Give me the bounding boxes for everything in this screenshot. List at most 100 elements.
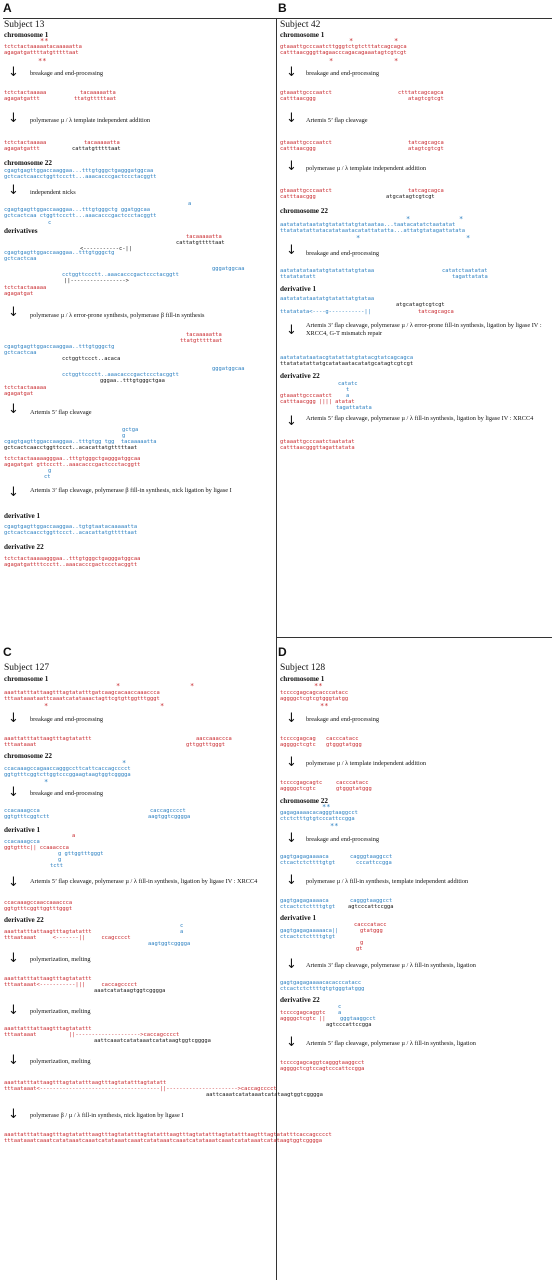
down-arrow-icon: ↓ xyxy=(8,785,19,800)
step-description: Artemis 5’ flap cleavage xyxy=(30,409,92,416)
breakpoint-marker: * xyxy=(44,778,49,786)
sequence-line: gtaaattgcccaatct xyxy=(280,90,332,96)
step-description: polymerase β / µ / λ fill-in synthesis, … xyxy=(30,1112,184,1119)
step-description: breakage and end-processing xyxy=(30,716,104,723)
sequence-line: ccacaaagcca xyxy=(4,839,40,845)
sequence-line: ||-----------------> xyxy=(64,278,133,284)
sequence-line: agagatgat xyxy=(4,391,34,397)
down-arrow-icon: ↓ xyxy=(8,1053,19,1068)
sequence-line: tccccgagcagcacccatacc xyxy=(280,690,349,696)
step-description: Artemis 5’ flap cleavage, polymerase µ /… xyxy=(30,878,258,885)
section-header: derivatives xyxy=(4,227,38,235)
sequence-line: ctcactctcttttgtgtgggtatggg xyxy=(280,986,365,992)
sequence-line: tttaataaat<-----------||| caccagcccct xyxy=(4,982,138,988)
sequence-line: c xyxy=(180,923,184,929)
sequence-line: aaattatttattaagtttagtatattt xyxy=(4,736,92,742)
sequence-line: tccccgagcaggtc xyxy=(280,1010,326,1016)
down-arrow-icon: ↓ xyxy=(8,402,19,417)
sequence-line: gtaaattgcccaatct xyxy=(280,393,332,399)
sequence-line: g xyxy=(58,857,62,863)
sequence-line: agagatgattt xyxy=(4,96,40,102)
sequence-line: catttaacggg xyxy=(280,146,316,152)
step-description: breakage and end-processing xyxy=(30,70,104,77)
sequence-line: ggtgtttcggtctt xyxy=(4,814,50,820)
breakpoint-marker: ** xyxy=(330,822,339,830)
sequence-line: agtcccattccgga xyxy=(348,904,394,910)
section-header: derivative 1 xyxy=(280,914,317,922)
sequence-line: tccccgagcaggtcagggtaaggcct xyxy=(280,1060,365,1066)
subject-title: Subject 127 xyxy=(4,663,50,673)
down-arrow-icon: ↓ xyxy=(286,159,297,174)
sequence-line: tacaaaaatta xyxy=(84,140,120,146)
sequence-line: gctcactcaa ctggttccctt...aaacacccgactccc… xyxy=(4,213,157,219)
sequence-line: cgagtgagttggaccaaggaa...tttgtgggctgaggga… xyxy=(4,168,154,174)
sequence-line: catttaacggg |||| atatat xyxy=(280,399,355,405)
breakpoint-marker: * xyxy=(44,702,49,710)
down-arrow-icon: ↓ xyxy=(8,711,19,726)
sequence-line: cccattccgga xyxy=(356,860,392,866)
down-arrow-icon: ↓ xyxy=(8,1003,19,1018)
sequence-line: gggtaaggcct xyxy=(340,1016,376,1022)
sequence-line: catttaacggg xyxy=(280,194,316,200)
sequence-line: tatcagcagca xyxy=(418,309,454,315)
sequence-line: gttggtttgggt xyxy=(186,742,225,748)
sequence-line: aaattatttattaagtttagtatatttaagtttagtatat… xyxy=(4,1132,332,1138)
sequence-line: gagtgagagaaaaca xyxy=(280,854,329,860)
down-arrow-icon: ↓ xyxy=(8,1107,19,1122)
section-header: chromosome 22 xyxy=(280,207,328,215)
section-header: derivative 22 xyxy=(4,543,44,551)
sequence-line: tacaaaaatta xyxy=(80,90,116,96)
breakpoint-marker: ** xyxy=(322,803,331,811)
step-description: polymerization, melting xyxy=(30,1058,91,1065)
sequence-line: tagattatata xyxy=(336,405,372,411)
sequence-line: aaccaaaccca xyxy=(196,736,232,742)
section-header: chromosome 22 xyxy=(4,752,52,760)
sequence-line: c xyxy=(48,220,52,226)
sequence-line: ct xyxy=(44,474,51,480)
sequence-line: aatatatataatatgtatattatgtataa xyxy=(280,296,375,302)
sequence-line: catatc xyxy=(338,381,358,387)
step-description: Artemis 3’ flap cleavage, polymerase β f… xyxy=(30,487,232,494)
sequence-line: a xyxy=(188,201,192,207)
sequence-line: cagggtaaggcct xyxy=(350,854,393,860)
sequence-line: ggtgtttc|| ccaaaccca xyxy=(4,845,69,851)
sequence-line: agagatgat xyxy=(4,291,34,297)
sequence-line: cattatgtttttaat xyxy=(72,146,121,152)
panel-divider-top-right xyxy=(276,18,552,19)
panel-label: A xyxy=(3,1,12,15)
down-arrow-icon: ↓ xyxy=(286,65,297,80)
breakpoint-marker: * xyxy=(160,702,165,710)
breakpoint-marker: * xyxy=(356,234,361,242)
breakpoint-marker: * xyxy=(466,234,471,242)
sequence-line: tatcagcagca xyxy=(408,188,444,194)
sequence-line: a xyxy=(72,833,76,839)
sequence-line: cattatgtttttaat xyxy=(176,240,225,246)
sequence-line: atagtcgtcgt xyxy=(408,146,444,152)
step-description: Artemis 3’ flap cleavage, polymerase µ /… xyxy=(306,322,542,337)
sequence-line: tctctactaaaaagggaa..tttgtgggctgagggatggc… xyxy=(4,556,141,562)
step-description: polymerase µ / λ template independent ad… xyxy=(306,760,426,767)
down-arrow-icon: ↓ xyxy=(286,831,297,846)
step-description: breakage and end-processing xyxy=(30,790,104,797)
sequence-line: aggggctcgtc || xyxy=(280,1016,326,1022)
panel-divider-vertical xyxy=(276,18,277,1280)
step-description: Artemis 3’ flap cleavage, polymerase µ /… xyxy=(306,962,476,969)
section-header: chromosome 1 xyxy=(4,675,49,683)
sequence-line: tccccgagcag xyxy=(280,736,316,742)
subject-title: Subject 42 xyxy=(280,20,321,30)
sequence-line: tctctactaaaaagggaa..tttgtgggctgagggatggc… xyxy=(4,456,141,462)
sequence-line: gagtgagagaaaacacacccatacc xyxy=(280,980,362,986)
sequence-line: cctggttccctt..aaacacccgactccctacggtt xyxy=(62,372,179,378)
sequence-line: tttaataaat <-------|| ccagcccct xyxy=(4,935,131,941)
sequence-line: cgagtgagttggaccaaggaa..tttgtgggctg xyxy=(4,344,115,350)
sequence-line: cacccatacc xyxy=(336,780,369,786)
sequence-line: ctcactctcttttgtgt xyxy=(280,860,336,866)
down-arrow-icon: ↓ xyxy=(8,183,19,198)
section-header: derivative 22 xyxy=(280,996,320,1004)
section-header: chromosome 22 xyxy=(280,797,328,805)
step-description: breakage and end-processing xyxy=(306,250,380,257)
sequence-line: tttaataaat xyxy=(4,742,37,748)
sequence-line: g gttggtttgggt xyxy=(58,851,104,857)
down-arrow-icon: ↓ xyxy=(286,414,297,429)
sequence-line: catttaacgggttagaacccagacagaaatagtcgtcgt xyxy=(280,50,407,56)
